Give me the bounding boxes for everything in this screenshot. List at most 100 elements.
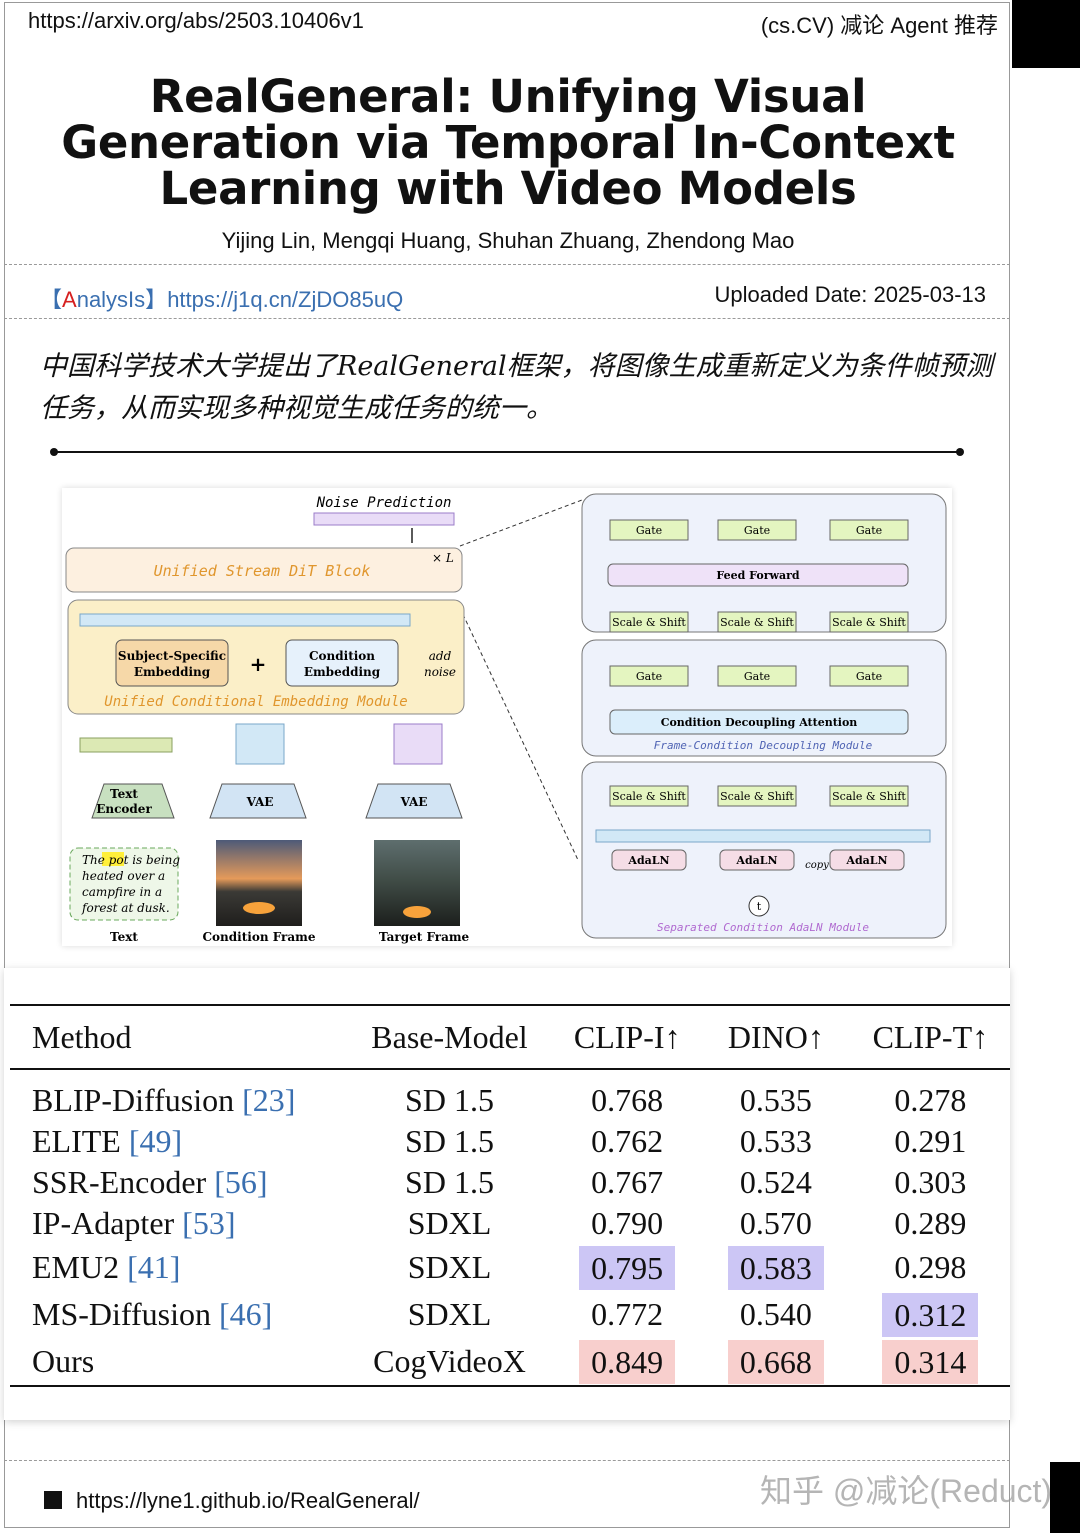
best-highlight: 0.849	[579, 1339, 676, 1384]
clip-i-cell: 0.849	[553, 1338, 701, 1386]
target-tokens	[393, 723, 443, 765]
method-name: EMU2	[32, 1249, 128, 1285]
target-frame-caption: Target Frame	[379, 930, 470, 944]
scale-shift-box	[717, 785, 797, 807]
second-best-highlight: 0.795	[579, 1245, 676, 1290]
method-name: BLIP-Diffusion	[32, 1082, 243, 1118]
gate-label: Gate	[856, 670, 882, 683]
prompt-part: is being	[128, 853, 180, 867]
vae-encoder	[209, 783, 307, 819]
base-model-cell: CogVideoX	[373, 1343, 526, 1379]
scale-shift-box	[609, 785, 689, 807]
condition-frame-caption: Condition Frame	[203, 930, 316, 944]
table-row: ELITE [49] SD 1.5 0.762 0.533 0.291	[10, 1121, 1010, 1162]
campfire	[403, 906, 431, 918]
token-row	[79, 613, 411, 627]
table-row: SSR-Encoder [56] SD 1.5 0.767 0.524 0.30…	[10, 1162, 1010, 1203]
results-table: Method Base-Model CLIP-I↑ DINO↑ CLIP-T↑ …	[10, 1004, 1010, 1387]
unified-cond-module-label: Unified Conditional Embedding Module	[104, 694, 407, 710]
plus-icon: +	[250, 652, 267, 676]
clip-t-cell: 0.303	[894, 1164, 967, 1200]
paper-authors: Yijing Lin, Mengqi Huang, Shuhan Zhuang,…	[221, 228, 795, 253]
gate-label: Gate	[744, 670, 770, 683]
citation-link[interactable]: [41]	[127, 1249, 181, 1285]
category-label: (cs.CV) 减论 Agent 推荐	[760, 13, 998, 38]
method-name: MS-Diffusion	[32, 1296, 219, 1332]
gate-box	[717, 519, 797, 541]
table-header-row: Method Base-Model CLIP-I↑ DINO↑ CLIP-T↑	[10, 1005, 1010, 1069]
architecture-figure: Noise Prediction Unified Stream DiT Blco…	[62, 488, 952, 946]
add-noise-label: noise	[424, 665, 456, 679]
times-l-label: × L	[432, 551, 454, 565]
feed-forward-box	[607, 563, 909, 587]
watermark: 知乎 @减论(Reduct)	[760, 1473, 1053, 1509]
column-header: Base-Model	[371, 1018, 528, 1055]
section-divider	[50, 448, 964, 456]
vae-label: VAE	[246, 795, 274, 809]
method-cell: ELITE [49]	[10, 1121, 346, 1162]
column-header: DINO↑	[727, 1018, 824, 1055]
citation-link[interactable]: [49]	[128, 1123, 183, 1159]
dino-cell: 0.570	[739, 1205, 812, 1241]
feed-forward-label: Feed Forward	[716, 569, 799, 582]
analysis-word: nalysIs】	[76, 287, 168, 312]
method-name: Ours	[32, 1343, 95, 1379]
analysis-link[interactable]: https://j1q.cn/ZjDO85uQ	[167, 287, 404, 312]
gate-box	[609, 519, 689, 541]
citation-link[interactable]: [46]	[218, 1296, 273, 1332]
gate-box	[717, 665, 797, 687]
arxiv-url[interactable]: https://arxiv.org/abs/2503.10406v1	[28, 8, 364, 33]
base-model-cell: SD 1.5	[405, 1123, 494, 1159]
scale-shift-box	[717, 611, 797, 633]
best-highlight: 0.314	[882, 1339, 979, 1384]
condition-tokens	[235, 723, 285, 765]
gate-label: Gate	[744, 524, 770, 537]
citation-link[interactable]: [56]	[214, 1164, 268, 1200]
adaln-label: AdaLN	[845, 854, 887, 867]
gate-box	[609, 665, 689, 687]
scale-shift-label: Scale & Shift	[832, 616, 906, 629]
method-cell: EMU2 [41]	[10, 1244, 346, 1291]
scale-shift-label: Scale & Shift	[720, 790, 794, 803]
clip-i-cell: 0.772	[591, 1296, 664, 1332]
clip-i-cell: 0.762	[591, 1123, 664, 1159]
token-row	[595, 829, 931, 843]
highlight-mark	[102, 852, 124, 866]
second-best-highlight: 0.312	[882, 1292, 979, 1337]
subject-embedding-label: Subject-Specific	[118, 649, 226, 663]
copy-label: copy	[805, 860, 829, 871]
subject-embedding-box	[115, 639, 229, 687]
vae-encoder	[365, 783, 463, 819]
adaln-box	[611, 849, 687, 871]
summary-text: 中国科学技术大学提出了RealGeneral框架，将图像生成重新定义为条件帧预测…	[40, 351, 993, 424]
citation-link[interactable]: [23]	[242, 1082, 296, 1118]
analysis-line: 【AnalysIs】https://j1q.cn/ZjDO85uQ	[40, 282, 403, 314]
clip-t-cell: 0.298	[894, 1249, 967, 1285]
scale-shift-label: Scale & Shift	[832, 790, 906, 803]
dino-cell: 0.583	[701, 1244, 851, 1291]
frame-condition-module-label: Frame-Condition Decoupling Module	[654, 739, 873, 752]
condition-decoupling-attention-box	[609, 709, 909, 735]
timestep-label: t	[757, 900, 762, 913]
unified-stream-label: Unified Stream DiT Blcok	[154, 562, 371, 580]
prompt-part: pot	[109, 853, 129, 867]
dino-cell: 0.668	[701, 1338, 851, 1386]
noise-prediction-tokens	[313, 512, 455, 526]
gate-label: Gate	[636, 670, 662, 683]
method-cell: MS-Diffusion [46]	[10, 1291, 346, 1338]
condition-embedding-label: Embedding	[304, 665, 381, 679]
table-row: MS-Diffusion [46] SDXL 0.772 0.540 0.312	[10, 1291, 1010, 1338]
clip-i-cell: 0.767	[591, 1164, 664, 1200]
campfire	[243, 902, 275, 914]
condition-embedding-box	[285, 639, 399, 687]
scale-shift-box	[829, 785, 909, 807]
dino-cell: 0.535	[739, 1082, 812, 1118]
clip-t-cell: 0.278	[894, 1082, 967, 1118]
zoom-line	[459, 499, 583, 547]
corner-tab-bottom	[1050, 1462, 1080, 1533]
column-header: Method	[32, 1018, 132, 1055]
gate-label: Gate	[636, 524, 662, 537]
project-url[interactable]: https://lyne1.github.io/RealGeneral/	[76, 1488, 420, 1513]
citation-link[interactable]: [53]	[182, 1205, 236, 1241]
unified-stream-dit-block	[65, 547, 463, 593]
